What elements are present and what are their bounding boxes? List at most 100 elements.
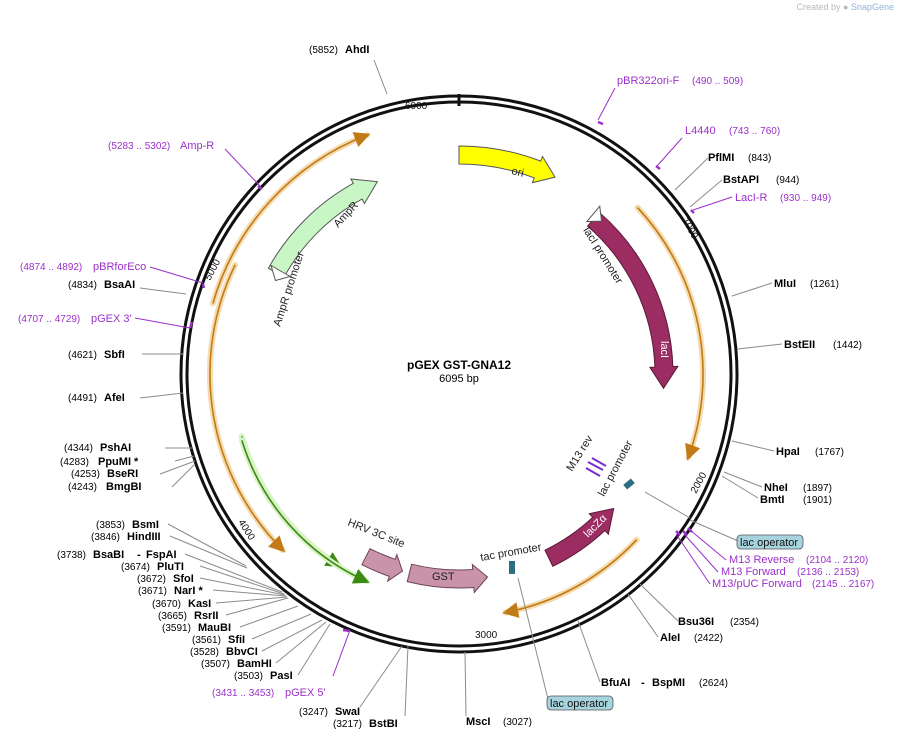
- primer-l4440[interactable]: L4440: [685, 125, 716, 137]
- site-bmgbi[interactable]: BmgBI: [106, 481, 141, 493]
- site-pflmi-pos: (843): [748, 153, 771, 164]
- lac-z-alpha-arrow: [544, 507, 615, 568]
- site-bsaai-pos: (4834): [68, 280, 97, 291]
- site-bspmi-dash: -: [641, 677, 645, 689]
- leader-line-8: [639, 583, 679, 622]
- primer-leader-5: [675, 533, 711, 585]
- site-pshai[interactable]: PshAI: [100, 442, 131, 454]
- lac-operator-mark-lower: [509, 561, 515, 574]
- site-msci[interactable]: MscI: [466, 716, 490, 728]
- primer-amp-r[interactable]: Amp-R: [180, 140, 214, 152]
- site-ahdi[interactable]: AhdI: [345, 44, 369, 56]
- site-mlui[interactable]: MluI: [774, 278, 796, 290]
- site-pluti[interactable]: PluTI: [157, 561, 184, 573]
- m13-rev-primer-marks: [585, 457, 607, 477]
- site-bsu36i[interactable]: Bsu36I: [678, 616, 714, 628]
- site-rsrii-pos: (3665): [158, 611, 187, 622]
- primer-tick-2: [690, 209, 695, 214]
- site-hindiii[interactable]: HindIII: [127, 531, 161, 543]
- site-maubi[interactable]: MauBI: [198, 622, 231, 634]
- leader-line-34: [644, 491, 691, 519]
- site-rsrii[interactable]: RsrII: [194, 610, 218, 622]
- site-bsmi-pos: (3853): [96, 520, 125, 531]
- lac-operator-badge-lower[interactable]: lac operator: [546, 695, 614, 711]
- site-afei[interactable]: AfeI: [104, 392, 125, 404]
- primer-laci-r[interactable]: LacI-R: [735, 192, 767, 204]
- site-bamhi[interactable]: BamHI: [237, 658, 272, 670]
- primer-m13-puc-forward-range: (2145 .. 2167): [812, 579, 874, 590]
- leader-line-9: [627, 593, 659, 638]
- primer-pbr322ori-f[interactable]: pBR322ori-F: [617, 75, 680, 87]
- site-pshai-pos: (4344): [64, 443, 93, 454]
- site-bmti[interactable]: BmtI: [760, 494, 784, 506]
- primer-m13-puc-forward[interactable]: M13/pUC Forward: [712, 578, 802, 590]
- site-sfoi[interactable]: SfoI: [173, 573, 194, 585]
- leader-lines: [134, 59, 783, 717]
- site-ppumi[interactable]: PpuMI *: [98, 456, 139, 468]
- site-pasi[interactable]: PasI: [270, 670, 293, 682]
- primer-pgex3[interactable]: pGEX 3': [91, 313, 132, 325]
- primer-m13-forward-range: (2136 .. 2153): [797, 567, 859, 578]
- primer-amp-r-range: (5283 .. 5302): [108, 141, 170, 152]
- lac-operator-badge-upper[interactable]: lac operator: [736, 534, 804, 550]
- primer-tick-6: [342, 628, 351, 633]
- primer-pgex5[interactable]: pGEX 5': [285, 687, 326, 699]
- site-bseri[interactable]: BseRI: [107, 468, 138, 480]
- primer-leader-6: [332, 629, 351, 677]
- site-bbvci[interactable]: BbvCI: [226, 646, 258, 658]
- site-pasi-pos: (3503): [234, 671, 263, 682]
- primer-m13-forward[interactable]: M13 Forward: [721, 566, 786, 578]
- tick-3000: 3000: [475, 630, 498, 641]
- primer-tick-3: [687, 527, 693, 533]
- primer-leader-8: [149, 266, 204, 284]
- site-maubi-pos: (3591): [162, 623, 191, 634]
- site-bstapi[interactable]: BstAPI: [723, 174, 759, 186]
- orf-arc-bottom-right: [502, 539, 638, 618]
- site-pflmi[interactable]: PflMI: [708, 152, 734, 164]
- site-nari[interactable]: NarI *: [174, 585, 203, 597]
- site-bsabi[interactable]: BsaBI: [93, 549, 124, 561]
- primer-pbrforeco[interactable]: pBRforEco: [93, 261, 146, 273]
- site-bsmi[interactable]: BsmI: [132, 519, 159, 531]
- site-sfii[interactable]: SfiI: [228, 634, 245, 646]
- leader-line-35: [689, 519, 739, 542]
- primer-m13-reverse[interactable]: M13 Reverse: [729, 554, 794, 566]
- lac-operator-mark-upper: [623, 478, 635, 490]
- site-bmti-pos: (1901): [803, 495, 832, 506]
- leader-line-28: [251, 613, 312, 640]
- site-fspai[interactable]: FspAI: [146, 549, 177, 561]
- site-kasi-pos: (3670): [152, 599, 181, 610]
- primer-leader-3: [689, 529, 727, 561]
- site-kasi[interactable]: KasI: [188, 598, 211, 610]
- gst-label: GST: [432, 571, 455, 583]
- leader-line-16: [174, 455, 195, 462]
- site-sfii-pos: (3561): [192, 635, 221, 646]
- site-nari-pos: (3671): [138, 586, 167, 597]
- site-bstbi[interactable]: BstBI: [369, 718, 398, 730]
- primer-tick-0: [597, 120, 604, 126]
- site-sbfi[interactable]: SbfI: [104, 349, 125, 361]
- site-hpai[interactable]: HpaI: [776, 446, 800, 458]
- tick-4000: 4000: [235, 518, 256, 543]
- site-mlui-pos: (1261): [810, 279, 839, 290]
- site-swai-pos: (3247): [299, 707, 328, 718]
- site-alei[interactable]: AleI: [660, 632, 680, 644]
- orf-arc-top-left: [212, 132, 371, 304]
- site-bsaai[interactable]: BsaAI: [104, 279, 135, 291]
- hrv-3c-site-label: HRV 3C site: [346, 517, 406, 551]
- site-bfuai[interactable]: BfuAI: [601, 677, 630, 689]
- site-bamhi-pos: (3507): [201, 659, 230, 670]
- site-bspmi[interactable]: BspMI: [652, 677, 685, 689]
- site-bbvci-pos: (3528): [190, 647, 219, 658]
- site-bsteii[interactable]: BstEII: [784, 339, 815, 351]
- leader-line-18: [171, 463, 196, 488]
- tick-6000: 6000: [405, 101, 428, 112]
- site-swai[interactable]: SwaI: [335, 706, 360, 718]
- site-nhei[interactable]: NheI: [764, 482, 788, 494]
- snapgene-logo-icon: ●: [843, 2, 849, 12]
- created-by-text: Created by: [796, 2, 841, 12]
- leader-line-12: [139, 287, 187, 295]
- site-fspai-dash: -: [137, 549, 141, 561]
- primer-l4440-range: (743 .. 760): [729, 126, 780, 137]
- primer-pbr322ori-f-range: (490 .. 509): [692, 76, 743, 87]
